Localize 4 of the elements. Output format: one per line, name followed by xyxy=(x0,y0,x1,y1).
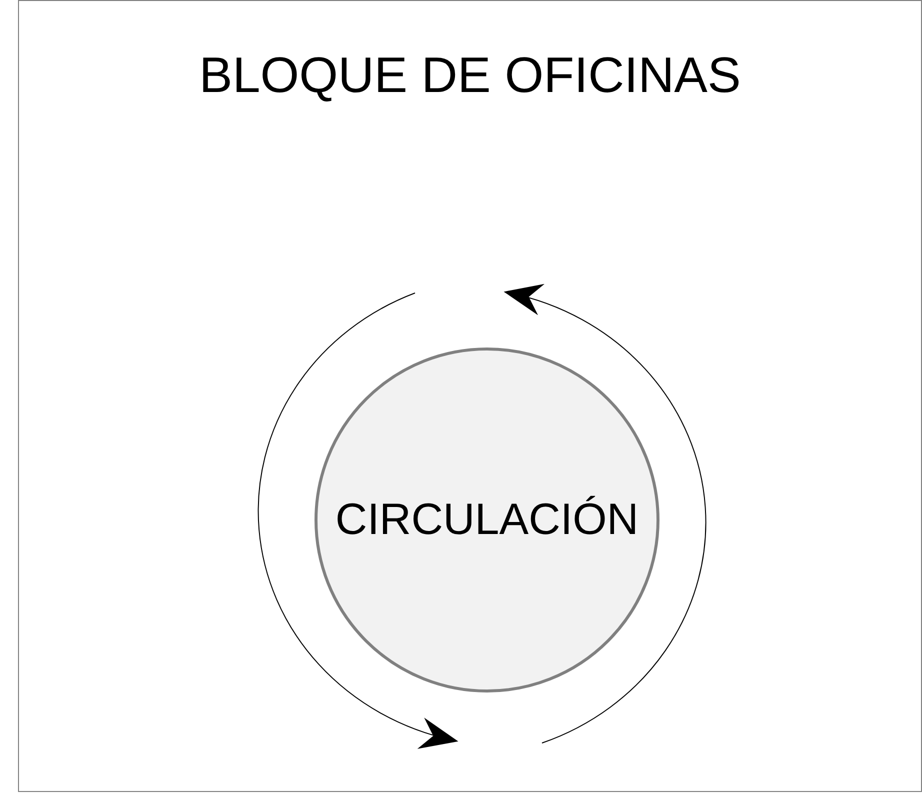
building-block-area xyxy=(18,0,922,792)
circle-zone xyxy=(314,347,660,693)
block-title: BLOQUE DE OFICINAS xyxy=(199,46,741,105)
zone-label: CIRCULACIÓN xyxy=(334,494,640,546)
